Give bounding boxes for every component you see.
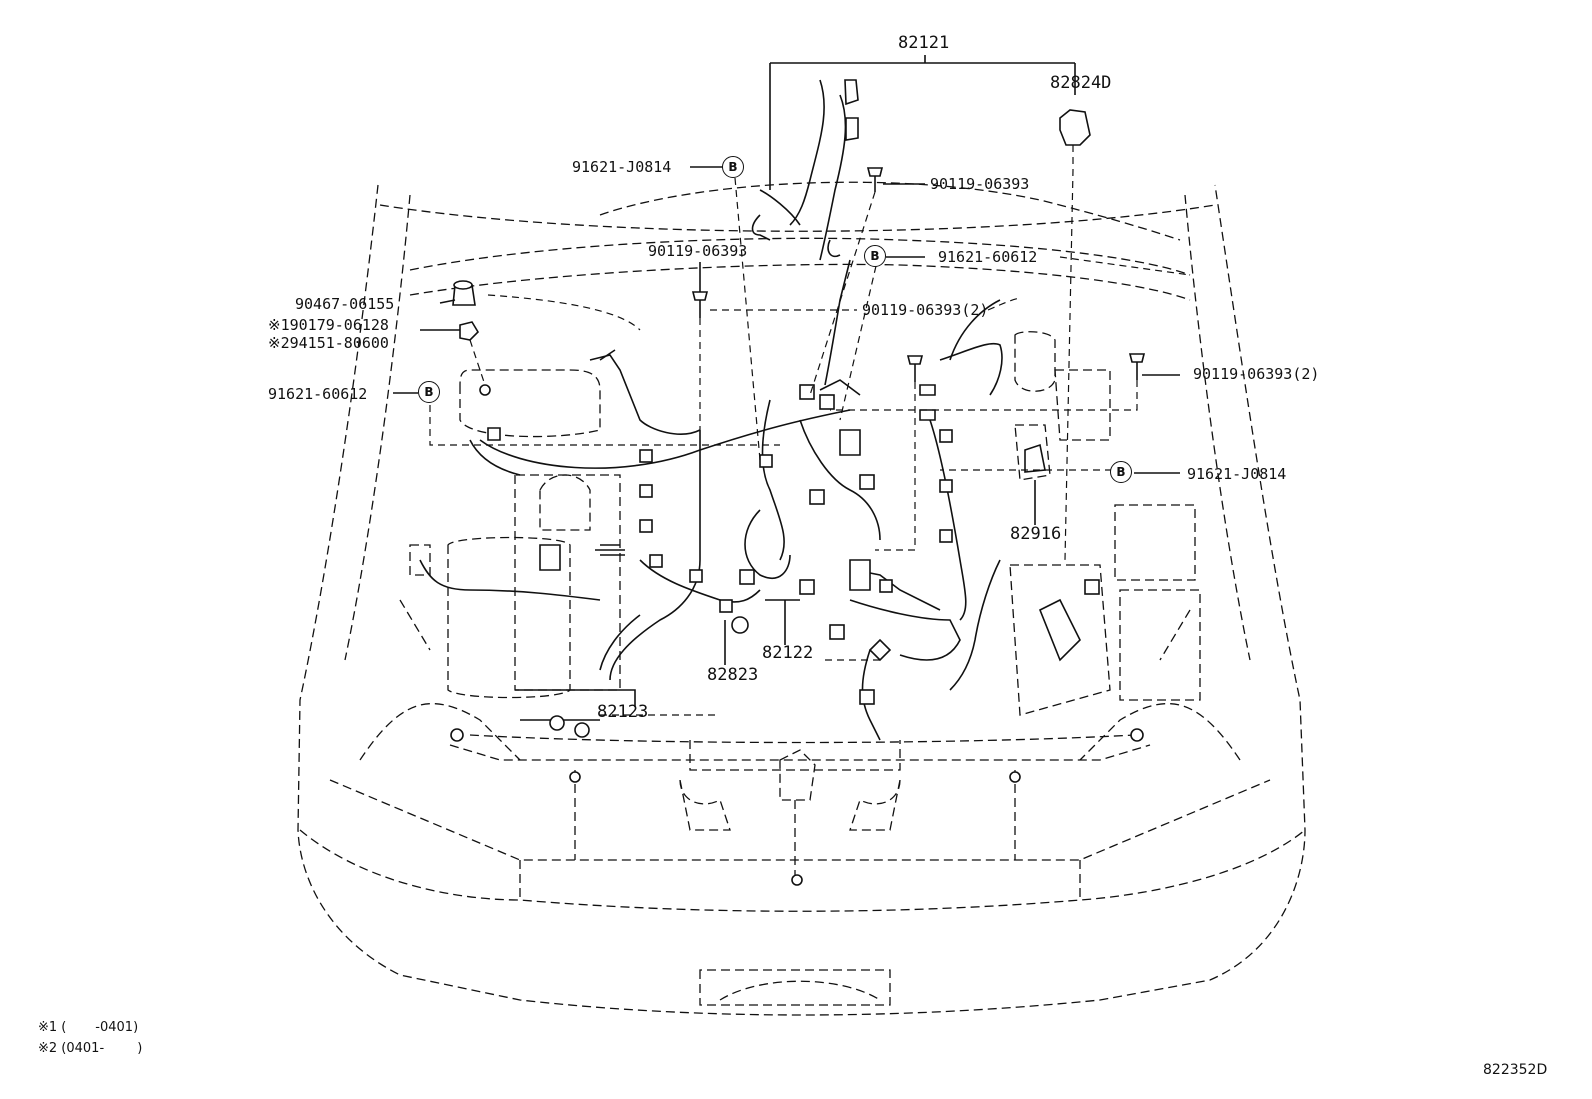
part-label-82916[interactable]: 82916 — [1010, 524, 1062, 544]
part-label-90119-06393-mid-left[interactable]: 90119-06393 — [648, 242, 748, 260]
part-label-82823[interactable]: 82823 — [707, 665, 759, 685]
part-label-91621-60612-right[interactable]: 91621-60612 — [938, 248, 1038, 266]
part-label-82121[interactable]: 82121 — [898, 33, 950, 53]
part-label-90119-06393-2-right[interactable]: 90119-06393(2) — [1193, 365, 1320, 383]
bolt-b-mark-left: B — [418, 381, 440, 403]
bolt-b-mark-mid-right: B — [864, 245, 886, 267]
illustration-reference-code: 822352D — [1483, 1062, 1548, 1078]
part-label-90467-06155[interactable]: 90467-06155 — [295, 295, 395, 313]
part-label-91621-j0814-top[interactable]: 91621-J0814 — [572, 158, 672, 176]
bolt-b-mark-right: B — [1110, 461, 1132, 483]
part-label-82122[interactable]: 82122 — [762, 643, 814, 663]
leader-lines — [393, 55, 1191, 716]
bolt-b-mark-top: B — [722, 156, 744, 178]
engine-components — [399, 79, 1201, 886]
footnote-2: ※2 (0401- ) — [38, 1041, 143, 1056]
part-label-91621-j0814-right[interactable]: 91621-J0814 — [1187, 465, 1287, 483]
part-label-90119-06393-top[interactable]: 90119-06393 — [930, 175, 1030, 193]
part-label-82824d[interactable]: 82824D — [1050, 73, 1112, 93]
part-label-82123[interactable]: 82123 — [597, 702, 649, 722]
car-body-outline — [297, 181, 1306, 1016]
loose-parts — [452, 79, 1146, 473]
part-label-91621-60612-left[interactable]: 91621-60612 — [268, 385, 368, 403]
footnote-1: ※1 ( -0401) — [38, 1020, 139, 1035]
part-label-90179-06128[interactable]: ※190179-06128 — [268, 316, 389, 334]
part-label-90119-06393-2-center[interactable]: 90119-06393(2) — [862, 301, 989, 319]
part-label-94151-80600[interactable]: ※294151-80600 — [268, 334, 389, 352]
